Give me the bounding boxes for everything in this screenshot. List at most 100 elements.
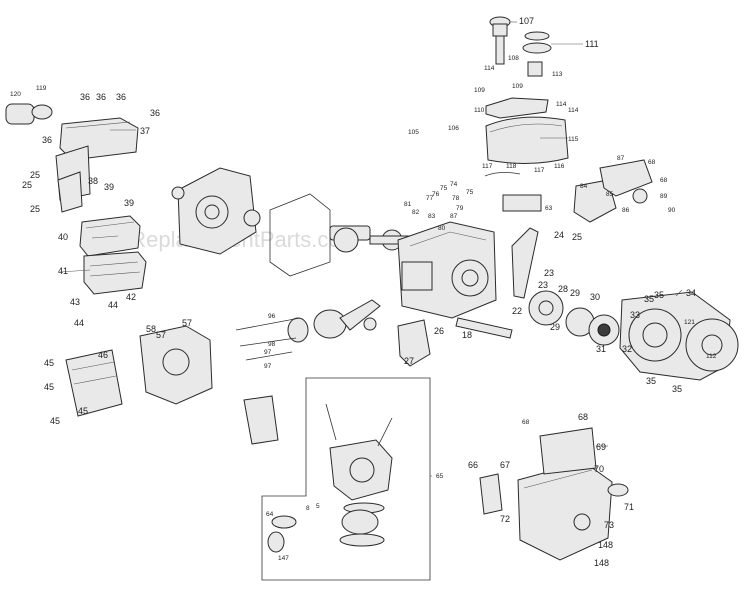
callout-36: 36 (96, 92, 106, 102)
callout-121: 121 (684, 319, 695, 326)
callout-18: 18 (462, 330, 472, 340)
callout-77: 77 (426, 195, 434, 202)
callout-25: 25 (30, 170, 40, 180)
callout-110: 110 (474, 107, 485, 114)
callout-64: 64 (266, 511, 274, 518)
callout-87: 87 (617, 155, 625, 162)
callout-44: 44 (108, 300, 118, 310)
fuel-tank-assembly (484, 16, 569, 212)
callout-30: 30 (590, 292, 600, 302)
callout-98: 98 (268, 341, 276, 348)
callout-118: 118 (506, 163, 517, 170)
callout-32: 32 (622, 344, 632, 354)
leader-lines (59, 21, 683, 477)
callout-86: 86 (622, 207, 630, 214)
callout-108: 108 (508, 55, 519, 62)
crankcase-gasket (269, 193, 331, 277)
callout-37: 37 (140, 126, 150, 136)
callout-8: 8 (306, 505, 310, 512)
callout-39: 39 (104, 182, 114, 192)
callout-36: 36 (150, 108, 160, 118)
callout-5: 5 (316, 503, 320, 510)
callout-68: 68 (522, 419, 530, 426)
callout-46: 46 (98, 350, 108, 360)
callout-71: 71 (624, 502, 634, 512)
callout-28: 28 (558, 284, 568, 294)
callout-29: 29 (550, 322, 560, 332)
spark-plug (455, 317, 513, 339)
callout-25: 25 (22, 180, 32, 190)
callout-39: 39 (124, 198, 134, 208)
piston-assembly (287, 299, 381, 343)
callout-117: 117 (534, 167, 545, 174)
callout-87: 87 (450, 213, 458, 220)
callout-45: 45 (44, 382, 54, 392)
callout-97: 97 (264, 363, 272, 370)
callout-113: 113 (552, 71, 563, 78)
callout-117: 117 (482, 163, 493, 170)
callout-79: 79 (456, 205, 464, 212)
callout-57: 57 (156, 330, 166, 340)
callout-75: 75 (440, 185, 448, 192)
callout-40: 40 (58, 232, 68, 242)
flywheel-assembly (528, 290, 620, 346)
callout-114: 114 (484, 65, 495, 72)
callout-97: 97 (264, 349, 272, 356)
callout-76: 76 (432, 191, 440, 198)
callout-31: 31 (596, 344, 606, 354)
callout-35: 35 (672, 384, 682, 394)
callout-107: 107 (519, 16, 534, 26)
callout-36: 36 (116, 92, 126, 102)
callout-85: 85 (606, 191, 614, 198)
callout-35: 35 (644, 294, 654, 304)
callout-73: 73 (604, 520, 614, 530)
governor-arm (511, 227, 539, 299)
callout-68: 68 (660, 177, 668, 184)
callout-112: 112 (706, 353, 717, 360)
callout-105: 105 (408, 129, 419, 136)
callout-119: 119 (36, 85, 47, 92)
crankshaft-camshaft (243, 209, 421, 253)
callout-labels: 107 111 108 114 113 109 109 110 114 114 … (10, 16, 717, 568)
callout-80: 80 (438, 225, 446, 232)
callout-65: 65 (436, 473, 444, 480)
callout-42: 42 (126, 292, 136, 302)
callout-82: 82 (412, 209, 420, 216)
callout-67: 67 (500, 460, 510, 470)
callout-114: 114 (568, 107, 579, 114)
callout-66: 66 (468, 460, 478, 470)
callout-106: 106 (448, 125, 459, 132)
carburetor-kit-box (261, 377, 431, 581)
callout-33: 33 (630, 310, 640, 320)
ignition-coil (397, 319, 431, 367)
callout-70: 70 (594, 464, 604, 474)
callout-84: 84 (580, 183, 588, 190)
muffler-assembly (479, 427, 629, 561)
air-cleaner-assembly (5, 103, 147, 295)
callout-78: 78 (452, 195, 460, 202)
callout-81: 81 (404, 201, 412, 208)
carburetor-assembly (267, 403, 393, 553)
callout-111: 111 (585, 39, 599, 49)
callout-68: 68 (578, 412, 588, 422)
callout-41: 41 (58, 266, 68, 276)
callout-116: 116 (554, 163, 565, 170)
callout-90: 90 (668, 207, 676, 214)
callout-74: 74 (450, 181, 458, 188)
callout-36: 36 (80, 92, 90, 102)
callout-114: 114 (556, 101, 567, 108)
callout-22: 22 (512, 306, 522, 316)
engine-block (397, 221, 497, 319)
callout-58: 58 (146, 324, 156, 334)
callout-43: 43 (70, 297, 80, 307)
crankcase-cover (171, 167, 257, 255)
callout-148: 148 (594, 558, 609, 568)
callout-26: 26 (434, 326, 444, 336)
callout-45: 45 (44, 358, 54, 368)
callout-63: 63 (545, 205, 553, 212)
callout-38: 38 (88, 176, 98, 186)
callout-23: 23 (544, 268, 554, 278)
valves (235, 317, 301, 445)
